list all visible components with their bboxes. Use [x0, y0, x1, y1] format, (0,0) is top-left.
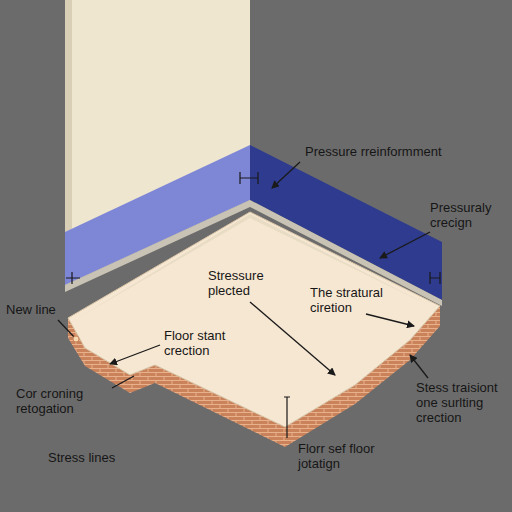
callout-label: Stess traisiont one surlting crection: [416, 380, 508, 425]
callout-label: Floor stant crection: [164, 328, 264, 358]
callout-label: Stress lines: [48, 450, 158, 465]
callout-label: Florr sef floor jotatign: [298, 441, 408, 471]
callout-label: The stratural ciretion: [310, 285, 420, 315]
leader-lines: [58, 162, 430, 388]
callout-label: Cor croning retogation: [16, 386, 136, 416]
floor-margin: [78, 214, 430, 318]
callout-label: Pressure rreinformment: [305, 144, 485, 159]
callout-label: Stressure plected: [208, 268, 298, 298]
callout-label: New line: [6, 302, 76, 317]
floor-surface: [68, 212, 440, 427]
callout-label: Pressuraly crecign: [430, 200, 508, 230]
